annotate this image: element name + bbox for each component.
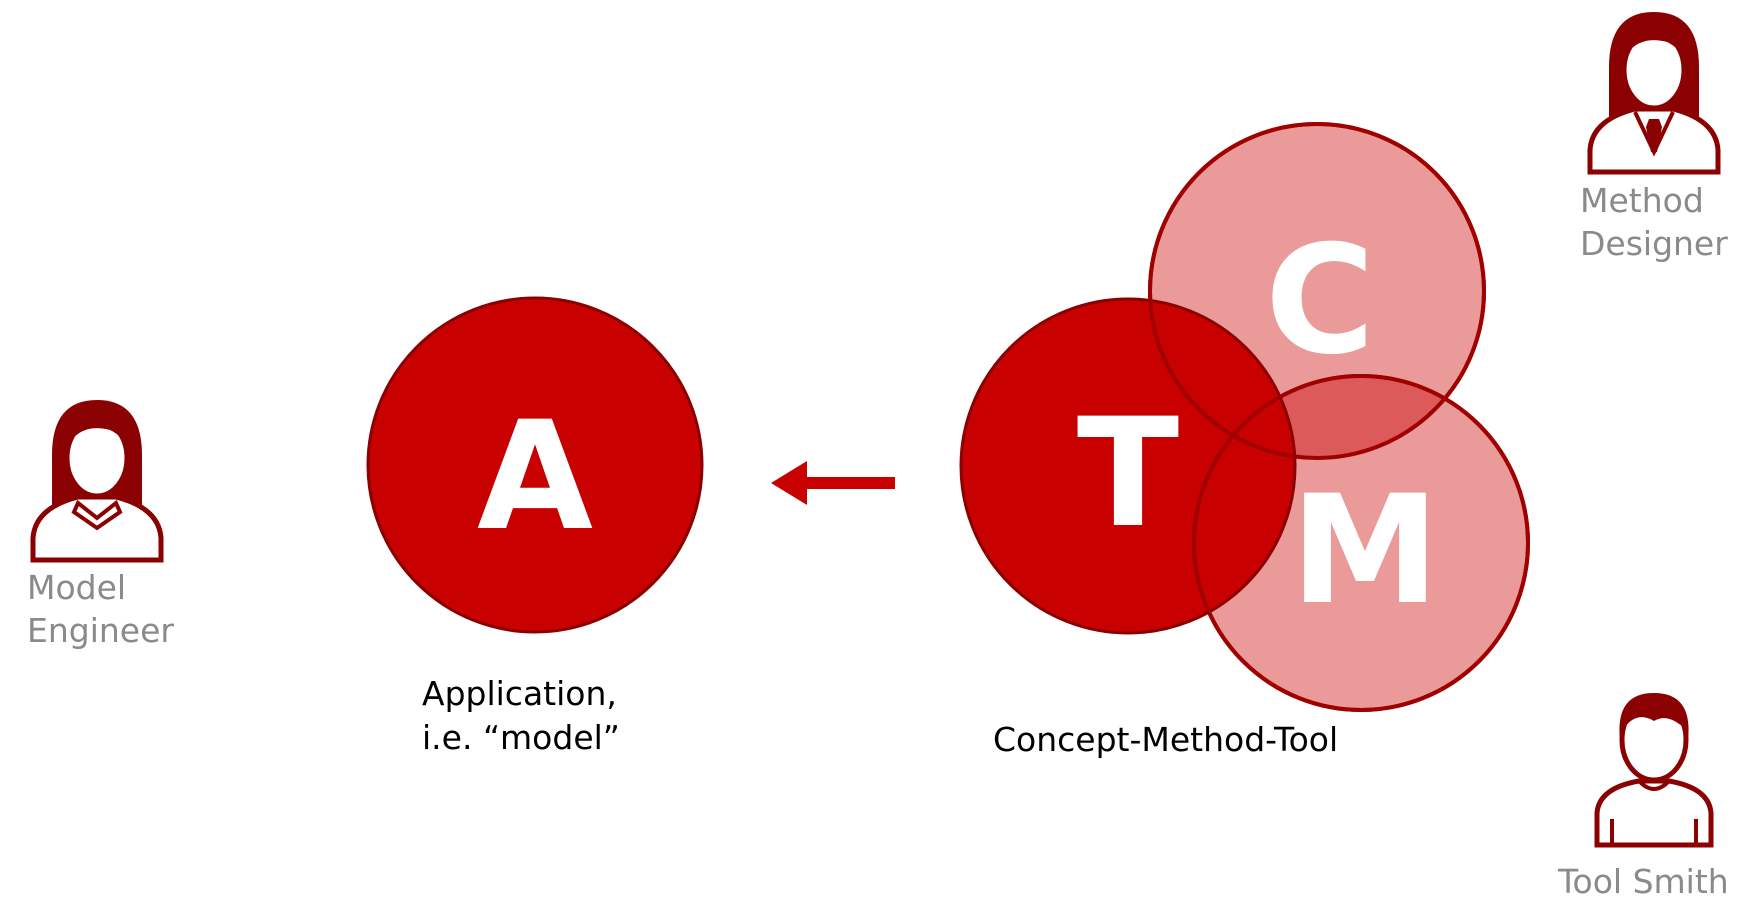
- method-letter: M: [1290, 464, 1439, 638]
- concept-letter: C: [1265, 214, 1375, 388]
- tool-smith-line1: Tool Smith: [1558, 862, 1729, 901]
- application-caption-line2: i.e. “model”: [422, 718, 620, 757]
- method-designer-label: Method Designer: [1580, 179, 1728, 265]
- man-user-icon: [1594, 693, 1714, 848]
- application-caption: Application, i.e. “model”: [422, 672, 620, 760]
- model-engineer-line1: Model: [27, 568, 127, 607]
- model-engineer-label: Model Engineer: [27, 566, 174, 652]
- tool-letter: T: [1077, 387, 1179, 561]
- method-designer-line2: Designer: [1580, 224, 1728, 263]
- cmt-caption: Concept-Method-Tool: [993, 720, 1339, 759]
- tool-smith-label: Tool Smith: [1558, 860, 1729, 903]
- method-designer-line1: Method: [1580, 181, 1704, 220]
- tool-circle: [961, 299, 1295, 633]
- arrow-left-icon: [771, 461, 895, 505]
- application-caption-line1: Application,: [422, 674, 617, 713]
- model-engineer-line2: Engineer: [27, 611, 174, 650]
- application-letter: A: [477, 390, 593, 564]
- woman-user-icon: [30, 400, 164, 563]
- application-circle: A: [366, 296, 704, 634]
- businesswoman-user-icon: [1587, 12, 1721, 175]
